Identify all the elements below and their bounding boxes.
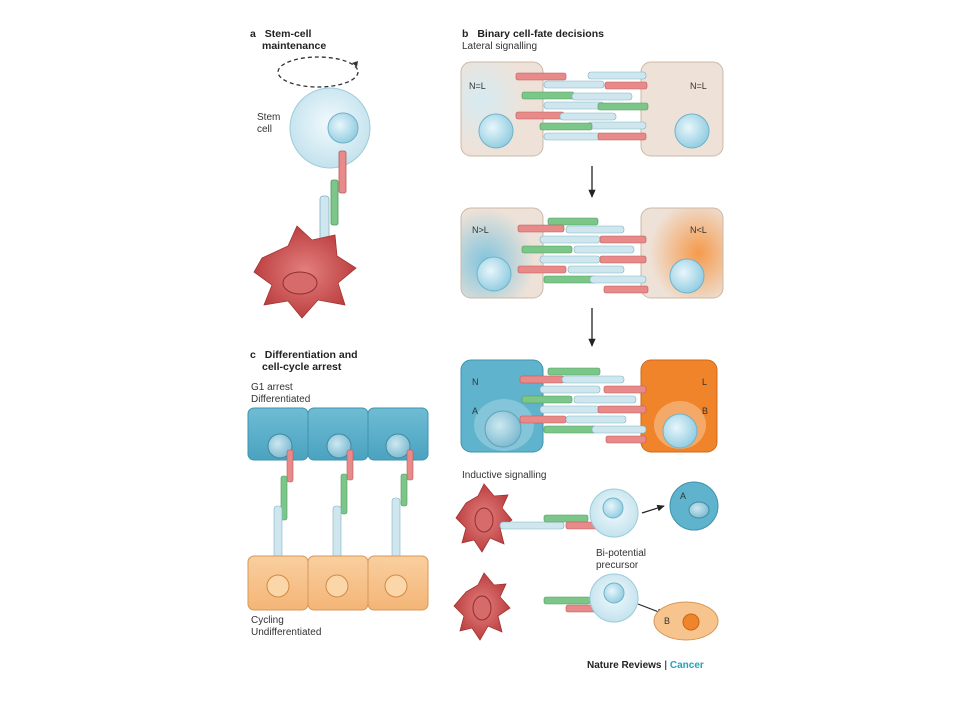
row3-right-top-label: L bbox=[702, 377, 708, 387]
c-green-2 bbox=[340, 473, 348, 515]
stem-cell-label-line1: Stem bbox=[257, 112, 281, 123]
fate-b-nucleus bbox=[662, 413, 698, 449]
inductive-bottom bbox=[453, 572, 719, 641]
panel-a-title-line2: maintenance bbox=[262, 40, 327, 52]
panel-c-letter: c bbox=[250, 349, 256, 361]
differentiated-label: Differentiated bbox=[251, 394, 311, 405]
c-red-1 bbox=[286, 449, 294, 483]
fate-a-nucleus bbox=[484, 410, 522, 448]
row2-junction-bars bbox=[517, 217, 649, 294]
stem-cell-nucleus bbox=[327, 112, 359, 144]
c-green-3 bbox=[400, 473, 408, 507]
credit-separator: | bbox=[664, 660, 668, 671]
precursor-nucleus-bottom bbox=[603, 582, 625, 604]
row1-left-nucleus bbox=[478, 113, 514, 149]
panel-a-diagram bbox=[253, 56, 371, 319]
inductive-niche-nucleus-bottom bbox=[472, 595, 492, 621]
precursor-label-line1: Bi-potential bbox=[596, 548, 647, 559]
panel-c-diagram bbox=[247, 407, 429, 611]
lateral-signalling-label: Lateral signalling bbox=[462, 41, 538, 52]
self-renewal-dashed-loop bbox=[277, 56, 359, 88]
differentiated-nucleus-2 bbox=[326, 433, 352, 459]
panel-b-heading: b Binary cell-fate decisions bbox=[462, 28, 604, 40]
cycling-nucleus-2 bbox=[325, 574, 349, 598]
panel-b-title: Binary cell-fate decisions bbox=[477, 28, 604, 40]
panel-a-title-line1: Stem-cell bbox=[264, 28, 312, 40]
undifferentiated-label: Undifferentiated bbox=[251, 627, 322, 638]
panel-b-row1 bbox=[460, 61, 724, 157]
arrow-to-fate-a bbox=[641, 504, 665, 514]
receptor-red bbox=[338, 150, 347, 194]
row2-left-label: N>L bbox=[472, 225, 489, 235]
row1-right-nucleus bbox=[674, 113, 710, 149]
fate-a-output-label: A bbox=[680, 491, 687, 501]
journal-name: Nature Reviews bbox=[587, 660, 662, 671]
row2-left-nucleus bbox=[476, 256, 512, 292]
fate-a-output-nucleus bbox=[688, 501, 710, 519]
inductive-signalling-label: Inductive signalling bbox=[462, 470, 547, 481]
inductive-green-top bbox=[543, 514, 589, 523]
panel-b-row3 bbox=[460, 359, 718, 453]
niche-cell-nucleus bbox=[282, 271, 318, 295]
row2-right-nucleus bbox=[669, 258, 705, 294]
cycling-label: Cycling bbox=[251, 615, 284, 626]
row1-right-label: N=L bbox=[690, 81, 707, 91]
panel-c-heading: c Differentiation and bbox=[250, 349, 358, 361]
self-renewal-arrowhead bbox=[352, 61, 358, 67]
differentiated-nucleus-3 bbox=[385, 433, 411, 459]
inductive-top bbox=[455, 481, 719, 553]
precursor-label-line2: precursor bbox=[596, 560, 639, 571]
cycling-nucleus-1 bbox=[266, 574, 290, 598]
panel-c-title-line1: Differentiation and bbox=[264, 349, 358, 361]
row3-left-bottom-label: A bbox=[472, 406, 479, 416]
journal-credit: Nature Reviews | Cancer bbox=[587, 660, 704, 672]
fate-b-output-label: B bbox=[664, 616, 671, 626]
c-red-3 bbox=[406, 449, 414, 481]
inductive-notch-top bbox=[499, 521, 565, 530]
c-green-1 bbox=[280, 475, 288, 521]
panel-b-row2 bbox=[460, 207, 724, 299]
cycling-nucleus-3 bbox=[384, 574, 408, 598]
row2-right-label: N<L bbox=[690, 225, 707, 235]
ligand-green bbox=[330, 179, 339, 226]
panel-a-letter: a bbox=[250, 28, 256, 40]
g1-arrest-label: G1 arrest bbox=[251, 382, 293, 393]
panel-a-heading: a Stem-cell bbox=[250, 28, 311, 40]
differentiated-nucleus-1 bbox=[267, 433, 293, 459]
journal-section: Cancer bbox=[669, 660, 704, 671]
panel-b-letter: b bbox=[462, 28, 469, 40]
row1-left-label: N=L bbox=[469, 81, 486, 91]
panel-c-title-line2: cell-cycle arrest bbox=[262, 361, 342, 373]
row3-right-bottom-label: B bbox=[702, 406, 709, 416]
c-red-2 bbox=[346, 449, 354, 481]
fate-b-output-nucleus bbox=[682, 613, 700, 631]
row3-left-top-label: N bbox=[472, 377, 479, 387]
stem-cell-label-line2: cell bbox=[257, 124, 273, 135]
row1-junction-bars bbox=[515, 71, 649, 141]
row3-junction-bars bbox=[519, 367, 647, 444]
inductive-niche-nucleus-top bbox=[474, 507, 494, 533]
precursor-nucleus-top bbox=[602, 497, 624, 519]
inductive-green-bottom bbox=[543, 596, 591, 605]
